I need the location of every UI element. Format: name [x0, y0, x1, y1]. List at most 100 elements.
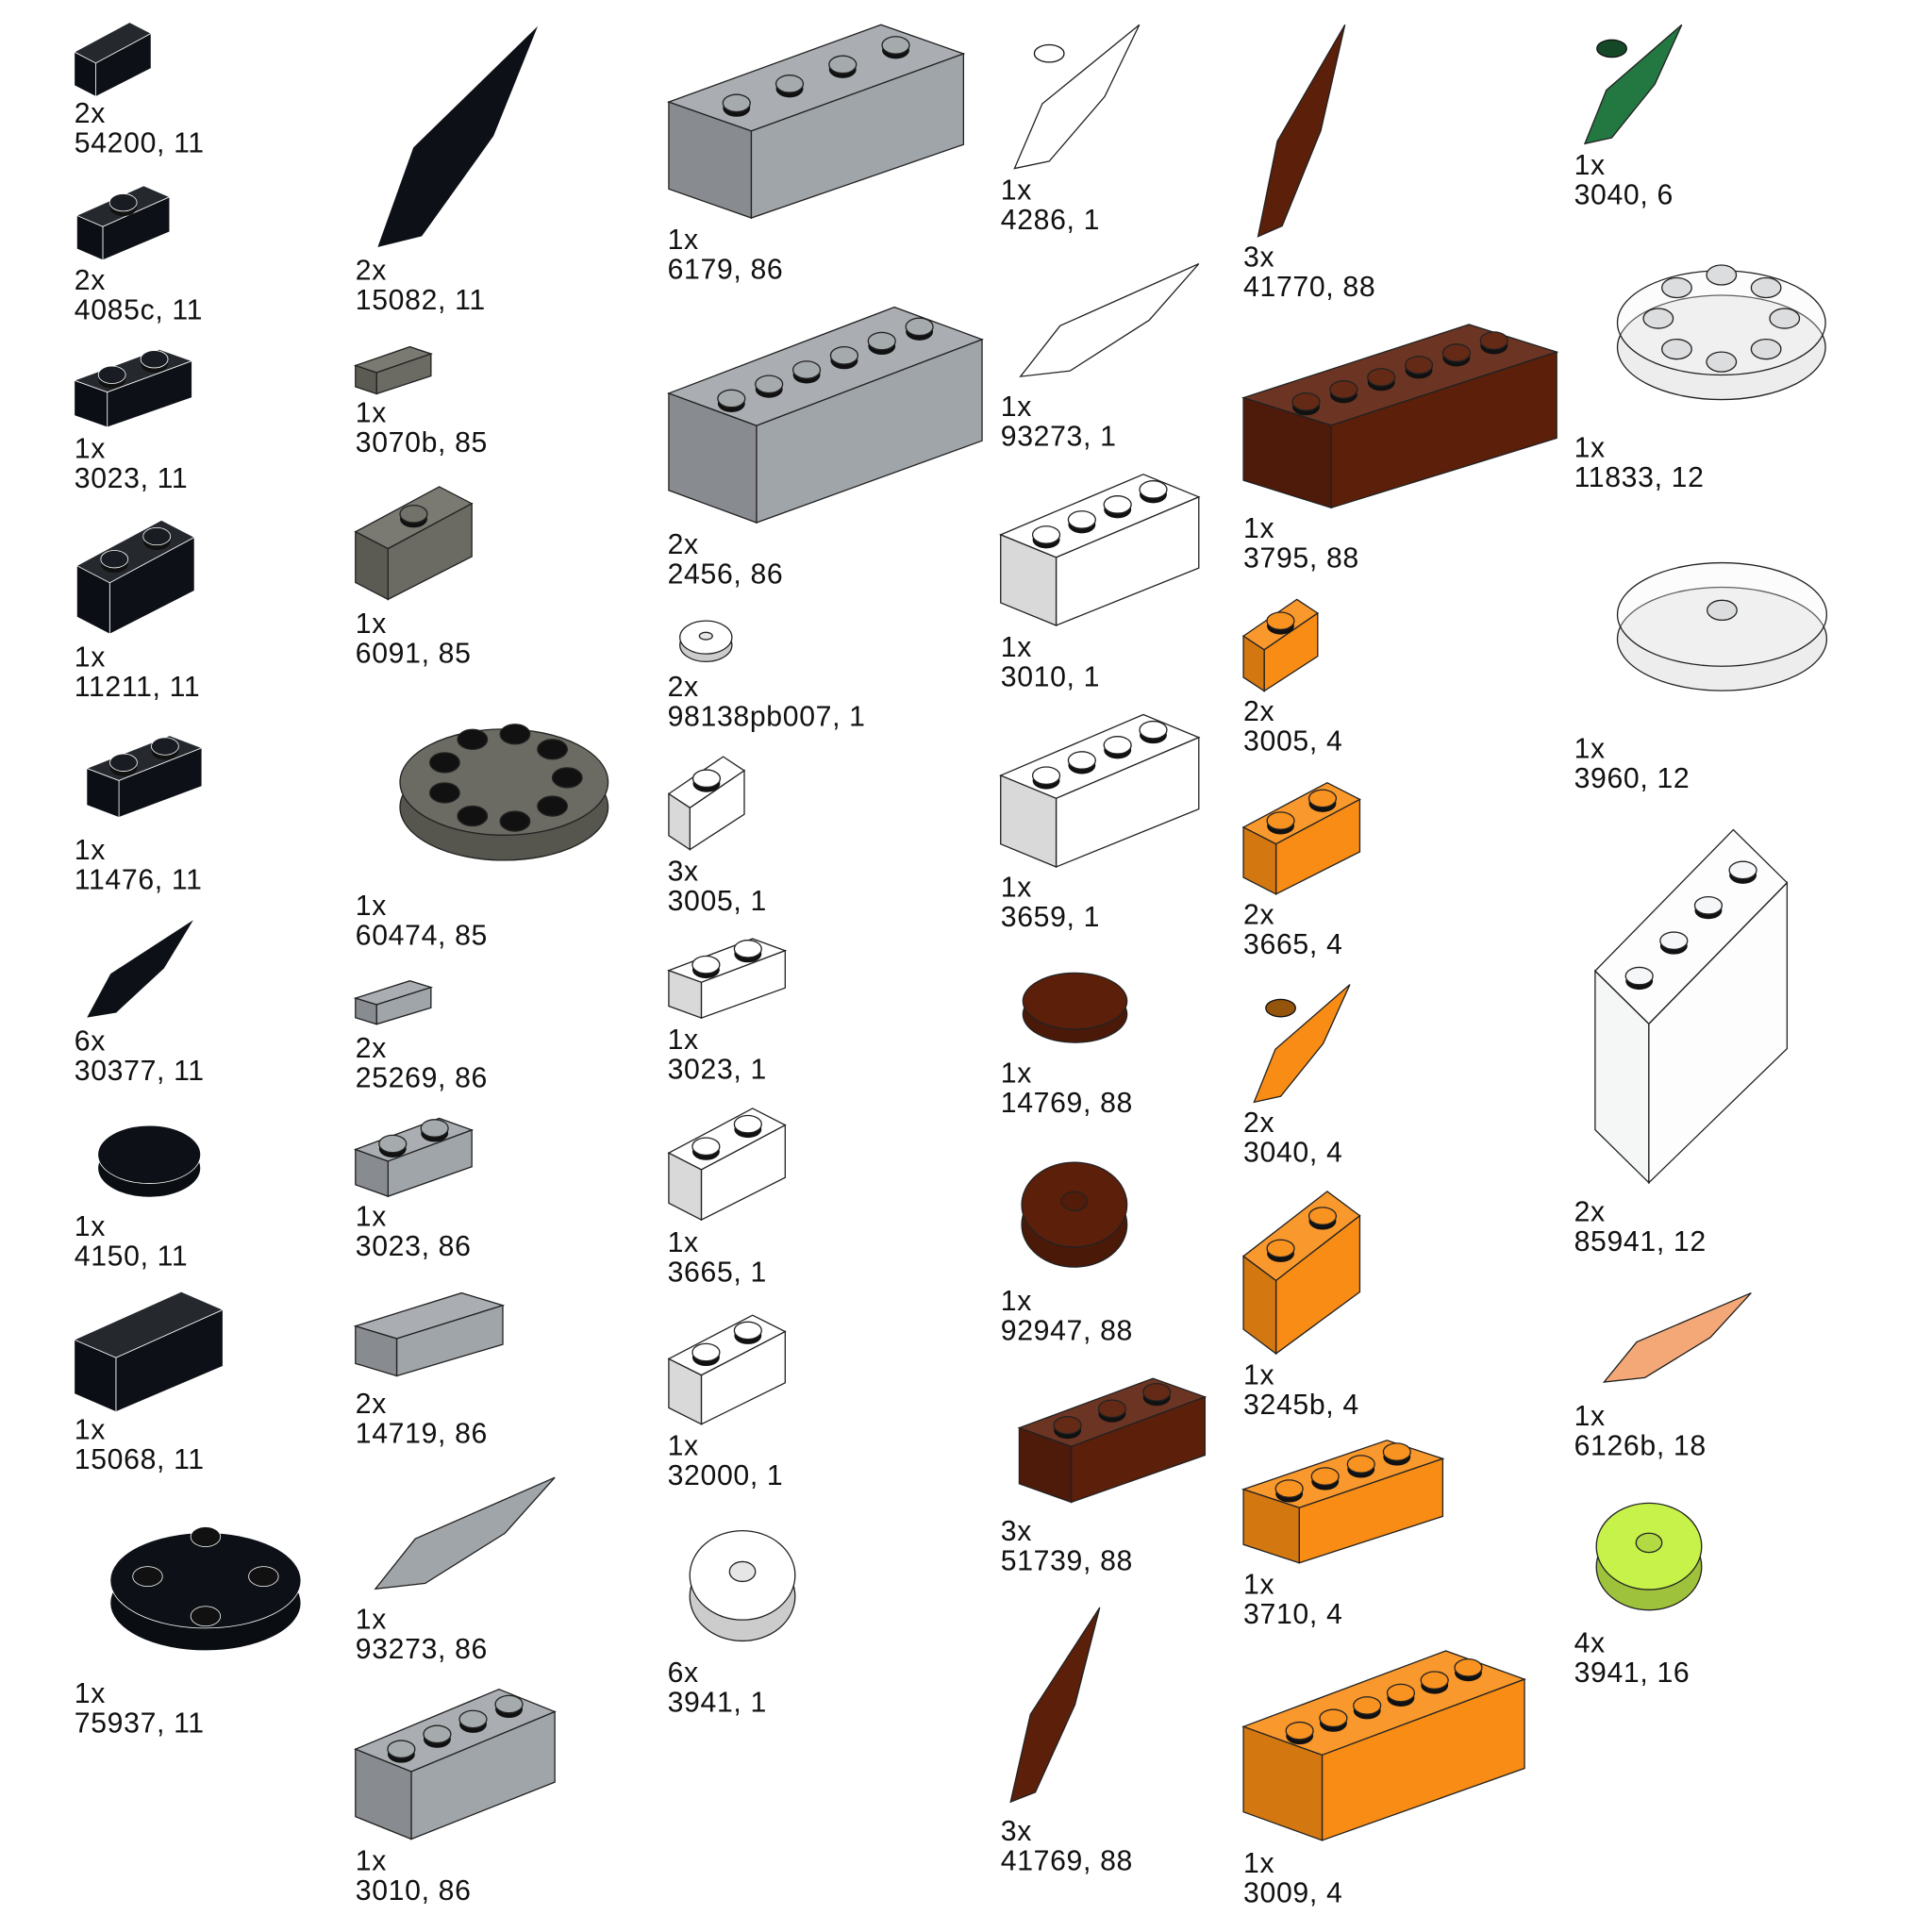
part-box-icon — [1241, 1191, 1361, 1356]
part-id-color: 3245b, 4 — [1243, 1388, 1359, 1421]
part-wing-icon — [85, 918, 195, 1019]
part-wing-icon — [1583, 24, 1683, 145]
part-box-icon — [667, 1108, 787, 1222]
part-id-color: 14719, 86 — [355, 1416, 489, 1449]
part-box-icon — [75, 519, 195, 635]
part-quantity: 1x — [74, 432, 106, 465]
part-id-color: 41769, 88 — [1000, 1843, 1133, 1876]
part-id-color: 3070b, 85 — [355, 425, 489, 458]
part-wing-icon — [1013, 24, 1141, 170]
part-quantity: 1x — [667, 223, 699, 256]
part-quantity: 1x — [355, 396, 387, 429]
part-id-color: 75937, 11 — [74, 1707, 205, 1740]
part-quantity: 1x — [74, 1676, 106, 1709]
part-quantity: 1x — [1243, 1846, 1275, 1879]
part-id-color: 3960, 12 — [1574, 761, 1690, 794]
part-box-icon — [354, 1688, 557, 1840]
part-id-color: 41770, 88 — [1243, 270, 1376, 303]
part-round-icon — [97, 1124, 202, 1198]
part-box-icon — [1017, 1377, 1208, 1504]
part-round-icon — [109, 1526, 302, 1652]
part-round-icon — [1595, 1502, 1703, 1611]
part-quantity: 1x — [74, 640, 106, 673]
part-quantity: 4x — [1574, 1625, 1606, 1658]
part-wing-icon — [1257, 24, 1346, 238]
part-id-color: 3665, 1 — [667, 1256, 767, 1289]
part-round-icon — [1616, 561, 1828, 691]
part-quantity: 1x — [1574, 148, 1606, 181]
part-quantity: 3x — [1000, 1514, 1032, 1547]
part-box-icon — [1241, 781, 1361, 895]
part-id-color: 4150, 11 — [74, 1240, 189, 1273]
part-box-icon — [1241, 324, 1559, 509]
part-quantity: 2x — [74, 96, 106, 129]
part-id-color: 54200, 11 — [74, 125, 205, 159]
part-quantity: 1x — [667, 1023, 699, 1056]
part-id-color: 3795, 88 — [1243, 541, 1359, 574]
part-quantity: 6x — [74, 1024, 106, 1057]
part-box-icon — [353, 980, 434, 1025]
part-id-color: 11476, 11 — [74, 863, 203, 896]
part-quantity: 1x — [1574, 731, 1606, 764]
part-id-color: 3023, 86 — [355, 1229, 472, 1262]
part-box-icon — [1593, 828, 1789, 1185]
part-id-color: 93273, 86 — [355, 1632, 489, 1665]
part-box-icon — [999, 713, 1201, 868]
part-box-icon — [353, 345, 433, 395]
part-quantity: 1x — [355, 889, 387, 922]
part-quantity: 3x — [667, 854, 699, 887]
part-quantity: 2x — [667, 527, 699, 560]
part-quantity: 1x — [1574, 430, 1606, 463]
part-id-color: 30377, 11 — [74, 1054, 205, 1087]
part-quantity: 2x — [74, 263, 106, 296]
part-id-color: 60474, 85 — [355, 919, 489, 952]
part-box-icon — [667, 756, 746, 851]
part-id-color: 3941, 16 — [1574, 1656, 1690, 1689]
part-wing-icon — [376, 24, 540, 249]
part-quantity: 1x — [1000, 173, 1032, 206]
part-quantity: 1x — [1243, 1568, 1275, 1601]
part-id-color: 85941, 12 — [1574, 1224, 1707, 1257]
part-box-icon — [667, 306, 984, 524]
part-id-color: 3005, 1 — [667, 884, 767, 917]
part-id-color: 6091, 85 — [355, 636, 472, 669]
part-quantity: 3x — [1243, 240, 1275, 273]
part-box-icon — [1241, 598, 1319, 692]
part-id-color: 3023, 11 — [74, 461, 189, 494]
part-round-icon — [399, 724, 609, 861]
part-quantity: 2x — [355, 1031, 387, 1064]
part-quantity: 1x — [355, 1602, 387, 1635]
part-quantity: 1x — [1000, 630, 1032, 663]
part-quantity: 3x — [1000, 1814, 1032, 1847]
part-box-icon — [353, 1117, 475, 1198]
part-wing-icon — [1253, 984, 1351, 1104]
part-box-icon — [73, 1291, 225, 1413]
part-box-icon — [353, 1291, 506, 1377]
part-quantity: 2x — [667, 670, 699, 703]
part-quantity: 1x — [355, 1843, 387, 1876]
part-id-color: 3009, 4 — [1243, 1875, 1343, 1909]
part-quantity: 1x — [355, 607, 387, 640]
part-id-color: 2456, 86 — [667, 557, 784, 590]
part-id-color: 6126b, 18 — [1574, 1428, 1707, 1462]
part-box-icon — [999, 474, 1201, 626]
part-id-color: 3010, 1 — [1000, 659, 1101, 692]
part-id-color: 92947, 88 — [1000, 1313, 1133, 1347]
part-id-color: 15068, 11 — [74, 1442, 205, 1475]
part-quantity: 1x — [667, 1225, 699, 1258]
part-box-icon — [73, 348, 193, 428]
part-box-icon — [75, 185, 171, 261]
part-quantity: 2x — [1574, 1194, 1606, 1227]
part-round-icon — [1616, 264, 1826, 401]
part-id-color: 98138pb007, 1 — [667, 699, 866, 732]
part-wing-icon — [374, 1476, 556, 1591]
part-id-color: 3005, 4 — [1243, 724, 1343, 758]
part-id-color: 11833, 12 — [1574, 460, 1705, 493]
part-quantity: 1x — [74, 833, 106, 866]
part-box-icon — [667, 1314, 787, 1425]
part-id-color: 3710, 4 — [1243, 1597, 1343, 1630]
part-id-color: 51739, 88 — [1000, 1544, 1133, 1577]
part-id-color: 25269, 86 — [355, 1061, 489, 1094]
part-quantity: 1x — [1243, 1358, 1275, 1391]
